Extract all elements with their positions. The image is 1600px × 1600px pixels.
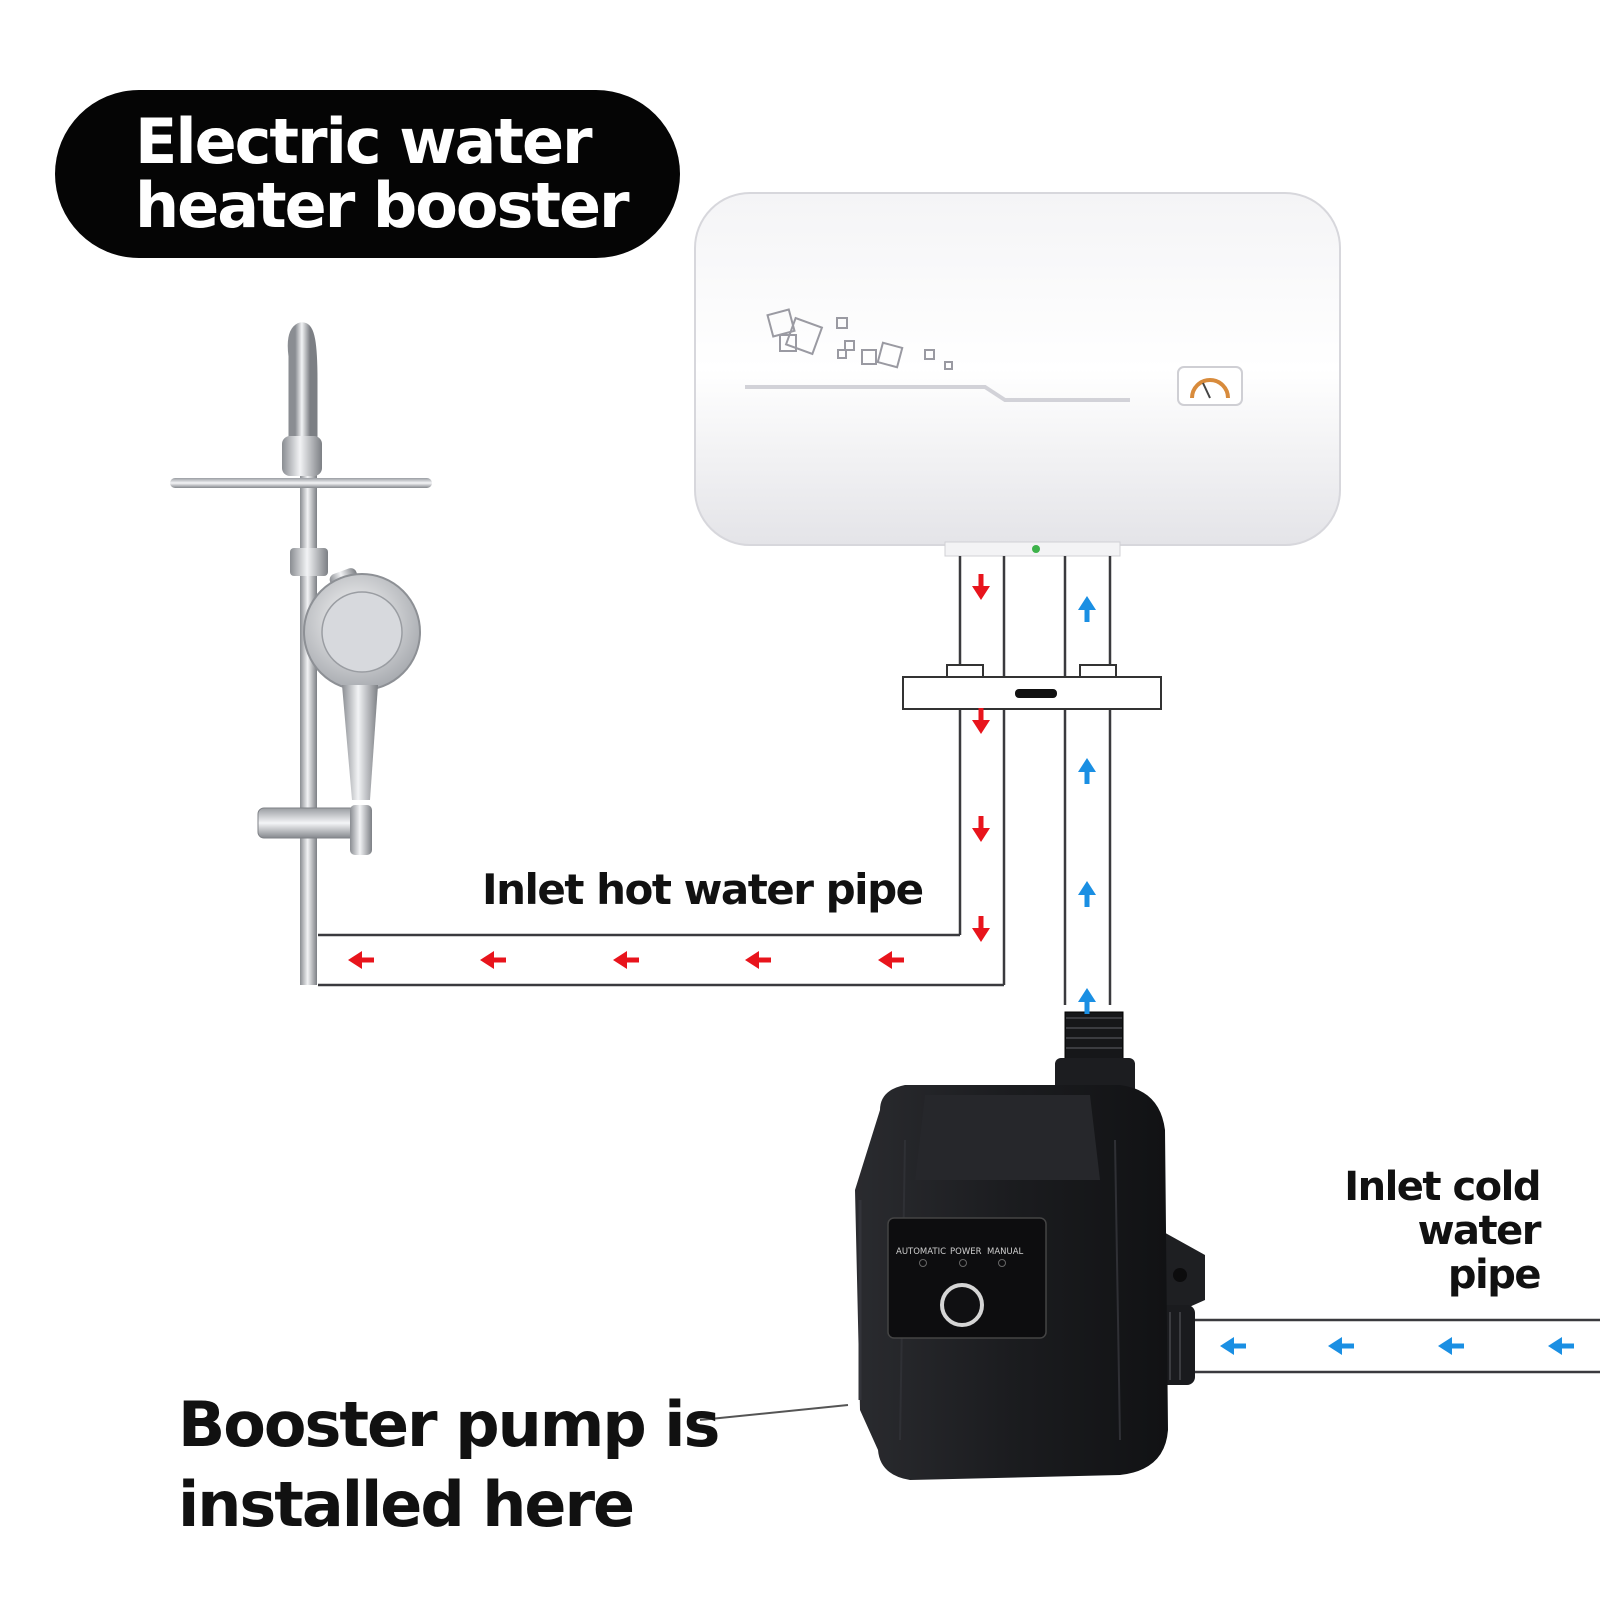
cold-pipe-label-line-2: pipe	[1447, 1252, 1542, 1298]
cold-pipe-label-line-1: Inlet cold water	[1344, 1164, 1541, 1254]
cold-flow-arrows-horizontal	[1220, 1337, 1574, 1355]
title-line-1: Electric water	[135, 105, 593, 178]
cold-arrow-icon	[1078, 758, 1096, 784]
hot-arrow-icon	[878, 951, 904, 969]
booster-label-line-2: installed here	[178, 1468, 635, 1541]
hot-arrow-icon	[613, 951, 639, 969]
booster-pump: AUTOMATIC POWER MANUAL	[855, 1011, 1205, 1480]
temperature-gauge-icon	[1177, 366, 1243, 406]
hot-arrow-icon	[972, 916, 990, 942]
automatic-indicator-light	[919, 1259, 927, 1267]
hot-water-pipe	[318, 556, 1006, 987]
booster-pump-label: Booster pump is installed here	[178, 1385, 720, 1545]
cold-arrow-icon	[1328, 1337, 1354, 1355]
cold-arrow-icon	[1078, 596, 1096, 622]
cold-arrow-icon	[1078, 881, 1096, 907]
power-indicator-light	[959, 1259, 967, 1267]
shower-set	[170, 322, 432, 985]
mounting-bracket	[902, 664, 1162, 710]
control-panel	[887, 1217, 1047, 1339]
manual-indicator-light	[998, 1259, 1006, 1267]
hot-flow-arrows-vertical	[972, 574, 990, 942]
cold-water-pipe-horizontal	[1185, 1318, 1600, 1374]
power-button-icon	[940, 1283, 984, 1327]
hot-pipe-label: Inlet hot water pipe	[482, 865, 924, 914]
cold-arrow-icon	[1548, 1337, 1574, 1355]
hot-arrow-icon	[745, 951, 771, 969]
hot-arrow-icon	[348, 951, 374, 969]
cold-arrow-icon	[1438, 1337, 1464, 1355]
cold-arrow-icon	[1220, 1337, 1246, 1355]
cold-pipe-label: Inlet cold water pipe	[1210, 1164, 1542, 1298]
title-badge: Electric water heater booster	[55, 90, 680, 258]
hot-arrow-icon	[972, 708, 990, 734]
title-line-2: heater booster	[135, 169, 630, 242]
power-label: POWER	[950, 1247, 982, 1257]
cold-water-pipe-vertical	[1063, 556, 1112, 1005]
manual-label: MANUAL	[987, 1247, 1024, 1257]
water-heater-tank	[694, 192, 1341, 557]
booster-label-line-1: Booster pump is	[178, 1388, 720, 1461]
cold-flow-arrows-vertical	[1078, 596, 1096, 1014]
hot-arrow-icon	[480, 951, 506, 969]
hot-flow-arrows-horizontal	[348, 951, 904, 969]
pointer-line	[699, 1404, 849, 1421]
hot-arrow-icon	[972, 816, 990, 842]
automatic-label: AUTOMATIC	[896, 1247, 946, 1257]
hot-arrow-icon	[972, 574, 990, 600]
decorative-squares	[766, 308, 953, 370]
cold-arrow-icon	[1078, 988, 1096, 1014]
page-title: Electric water heater booster	[135, 110, 655, 238]
